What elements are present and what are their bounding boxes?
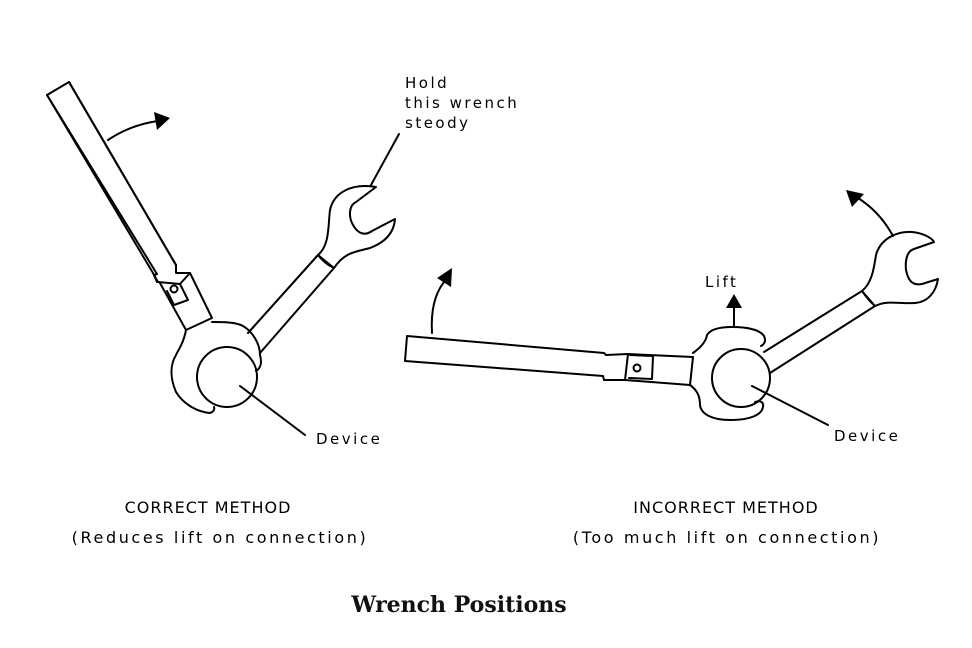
device-circle-correct	[196, 346, 258, 408]
open-end-wrench-incorrect	[763, 230, 939, 374]
device-circle-incorrect	[711, 348, 771, 408]
correct-method-heading: CORRECT METHOD	[125, 498, 292, 517]
torque-wrench-correct	[46, 81, 262, 414]
torque-wrench-incorrect	[404, 326, 766, 421]
device-label-correct: Device	[316, 430, 382, 448]
hold-leader-line	[370, 133, 400, 186]
incorrect-method-illustration: Lift Device INCORRECT METHOD (Too much l…	[404, 190, 939, 547]
rotation-arrow-handle-incorrect	[430, 268, 452, 334]
hold-label-line1: Hold	[405, 74, 449, 92]
correct-method-illustration: Hold this wrench steody Device CORRECT M…	[46, 74, 519, 547]
rotation-arrow-correct	[107, 112, 170, 141]
device-leader-line-incorrect	[751, 385, 829, 426]
rotation-arrow-wrench-incorrect	[846, 190, 894, 237]
device-label-incorrect: Device	[834, 427, 900, 445]
figure-title: Wrench Positions	[351, 592, 567, 618]
open-end-wrench-steady	[247, 185, 396, 354]
device-leader-line-correct	[239, 385, 306, 436]
incorrect-method-heading: INCORRECT METHOD	[633, 498, 818, 517]
lift-arrow	[726, 294, 742, 328]
correct-method-subheading: (Reduces lift on connection)	[72, 528, 369, 547]
incorrect-method-subheading: (Too much lift on connection)	[573, 528, 881, 547]
hold-label-line3: steody	[405, 114, 471, 132]
lift-label: Lift	[705, 273, 738, 291]
hold-label-line2: this wrench	[405, 94, 519, 112]
